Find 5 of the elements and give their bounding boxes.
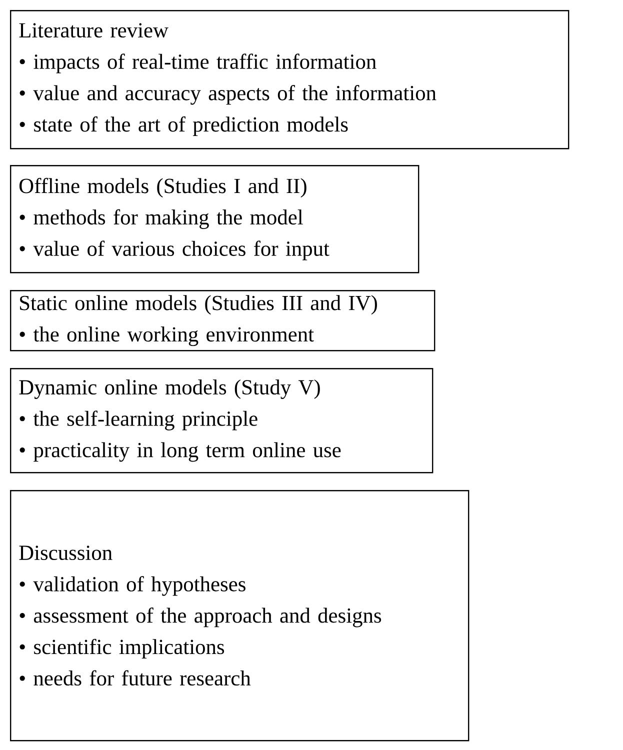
text-box: Literature review • impacts of real-time traffic information • value and accuracy aspects of the information • state of the art of prediction models bbox=[10, 10, 570, 150]
text-box: Discussion • validation of hypotheses • assessment of the approach and designs • scientific implications • needs for future research bbox=[10, 490, 470, 742]
text-box: Static online models (Studies III and IV) • the online working environment bbox=[10, 290, 436, 352]
text-box: Offline models (Studies I and II) • methods for making the model • value of various choices for input bbox=[10, 165, 420, 274]
text-box: Dynamic online models (Study V) • the self-learning principle • practicality in long term online use bbox=[10, 368, 434, 474]
